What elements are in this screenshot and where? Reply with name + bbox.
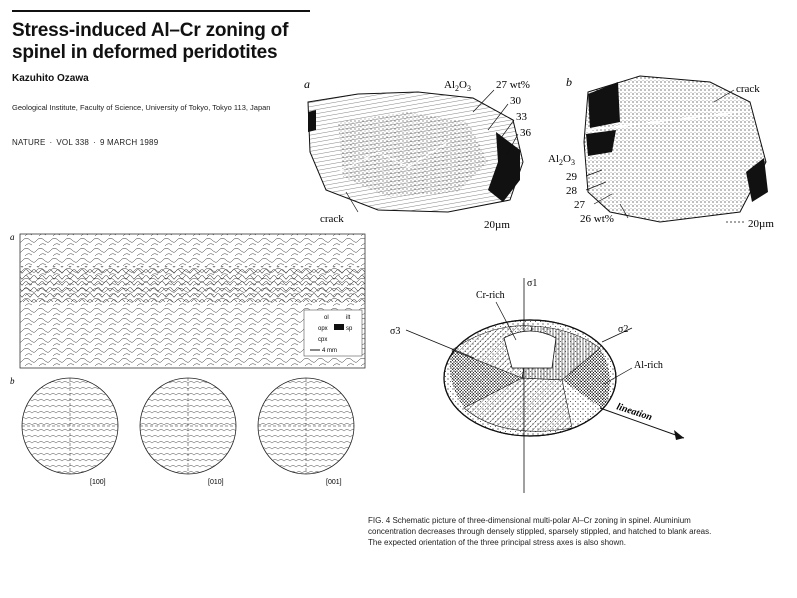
sigma1-label: σ1 [527, 278, 537, 289]
legend-scale: 4 mm [322, 348, 337, 354]
stereonet-panel: b [100] [010] [001] [8, 374, 370, 486]
journal-line: NATURE·VOL 338·9 MARCH 1989 [12, 138, 158, 147]
figure-b-contour-1: 29 [566, 171, 578, 183]
stereonet-label-001: [001] [326, 479, 342, 486]
figure-a-scale: 20µm [484, 219, 510, 231]
stereonet-label-100: [100] [90, 479, 106, 486]
figure-b-panel-label: b [566, 75, 572, 89]
affiliation: Geological Institute, Faculty of Science… [12, 103, 272, 113]
figure-b-contour-2: 28 [566, 185, 578, 197]
stereonet-100: [100] [22, 378, 118, 486]
figure-a-contour-3: 33 [516, 111, 528, 123]
figure-a-contour-2: 30 [510, 95, 522, 107]
lineation-arrow: lineation [600, 401, 684, 440]
figure-b-crack-label: crack [736, 83, 760, 95]
al-rich-label: Al-rich [634, 360, 663, 371]
stereonet-label-010: [010] [208, 479, 224, 486]
legend-opx: opx [318, 326, 328, 332]
figure-b-scale: 20µm [748, 218, 774, 230]
cr-rich-label: Cr-rich [476, 290, 505, 301]
figure-a-contour-4: 36 [520, 127, 532, 139]
figure-a-contour-1: 27 wt% [496, 79, 530, 91]
journal-date: 9 MARCH 1989 [100, 138, 158, 147]
article-title: Stress-induced Al–Cr zoning of spinel in… [12, 20, 302, 64]
sigma3-label: σ3 [390, 326, 400, 337]
stereonet-010: [010] [140, 378, 236, 486]
figure-a-spinel-grain: a Al2O3 27 wt% 30 33 36 crack 20µm [298, 72, 538, 232]
figure-4-caption: FIG. 4 Schematic picture of three-dimens… [368, 515, 713, 548]
peridotite-micrograph: a ol ilt opx sp cpx 4 mm [8, 226, 370, 372]
legend-cpx: cpx [318, 337, 327, 343]
stereonet-001: [001] [258, 378, 354, 486]
figure-b-spinel-grain: b crack Al2O3 29 28 27 26 wt% 20µm [540, 72, 795, 232]
journal-name: NATURE [12, 138, 46, 147]
micrograph-legend: ol ilt opx sp cpx 4 mm [304, 310, 362, 356]
figure-a-crack-label: crack [320, 213, 344, 225]
figure-a-compound: Al2O3 [444, 79, 471, 93]
title-rule [12, 10, 310, 12]
figure-b-compound: Al2O3 [548, 153, 575, 167]
journal-volume: VOL 338 [56, 138, 89, 147]
legend-ilt: ilt [346, 315, 351, 321]
figure-4-ellipsoid: lineation σ1 σ3 σ2 Cr-rich Al-rich [372, 268, 694, 500]
figure-b-contour-3: 27 [574, 199, 586, 211]
micrograph-panel-a: a [10, 232, 15, 242]
sigma2-label: σ2 [618, 324, 628, 335]
author-name: Kazuhito Ozawa [12, 73, 89, 84]
stereonet-panel-b: b [10, 376, 15, 386]
legend-sp: sp [346, 326, 353, 332]
legend-ol: ol [324, 315, 329, 321]
figure-b-contour-4: 26 wt% [580, 213, 614, 225]
figure-a-panel-label: a [304, 77, 310, 91]
